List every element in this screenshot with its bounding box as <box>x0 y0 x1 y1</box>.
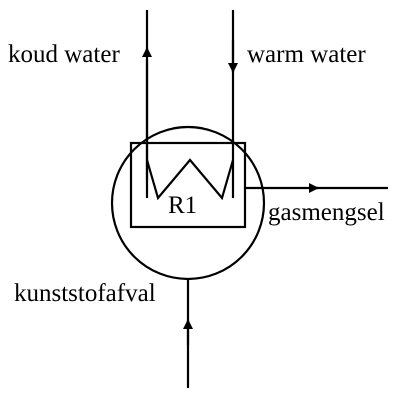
reactor-label: R1 <box>168 192 197 219</box>
warm-water-label: warm water <box>247 41 366 68</box>
cold-water-label: koud water <box>8 41 120 68</box>
reactor-box <box>129 141 247 229</box>
gas-mixture-label: gasmengsel <box>268 199 385 226</box>
plastic-waste-label: kunststofafval <box>14 280 156 307</box>
cooling-coil-zigzag <box>145 158 235 201</box>
